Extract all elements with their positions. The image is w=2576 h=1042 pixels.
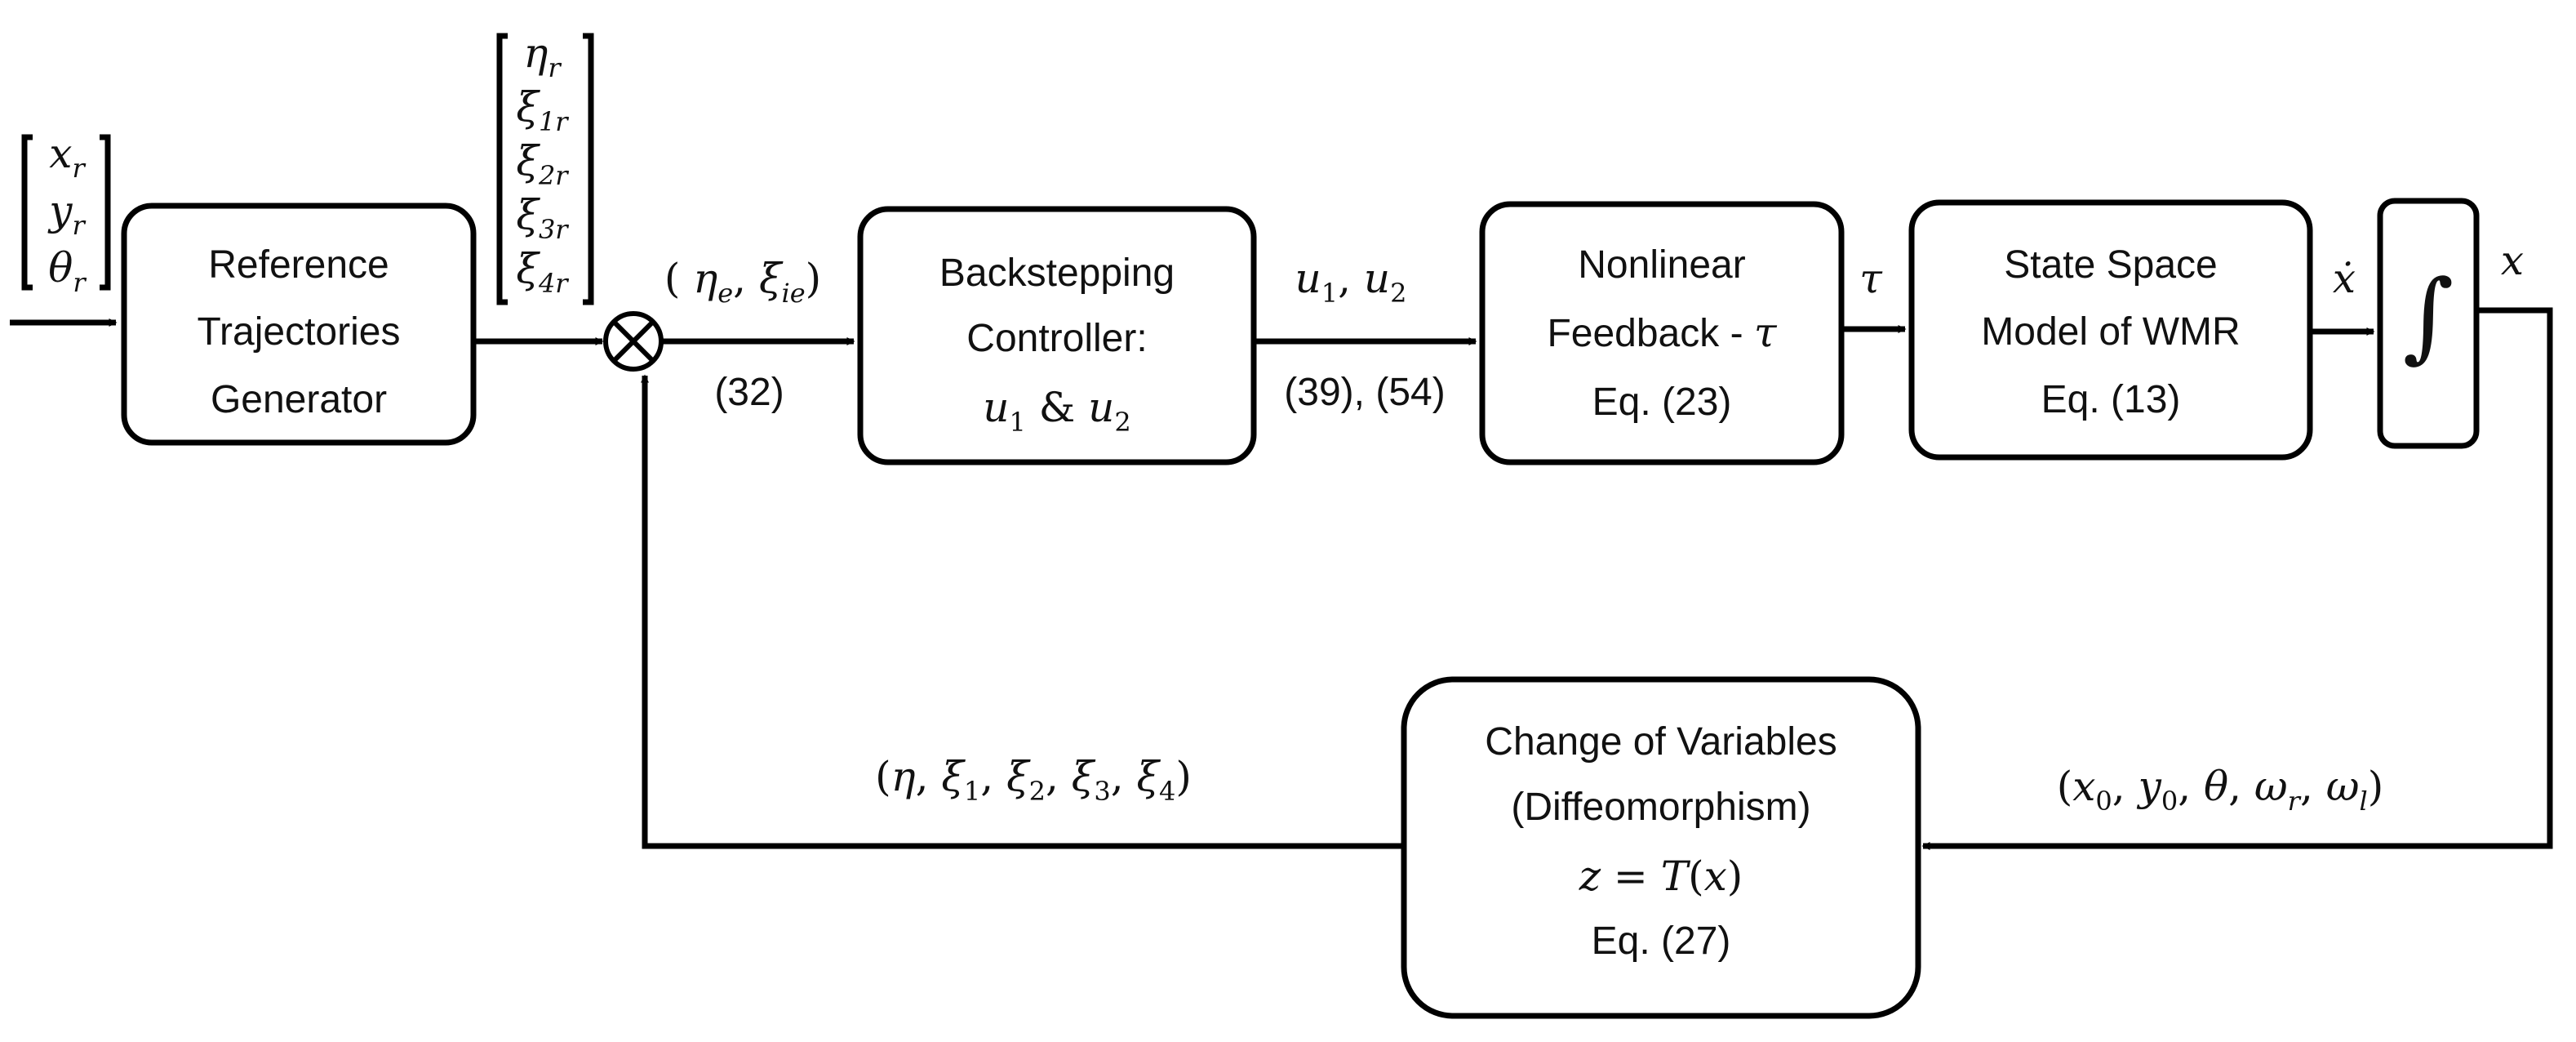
state-space-model-block[interactable]: State Space Model of WMR Eq. (13) [1908, 199, 2313, 461]
input-vector-left-bracket [21, 134, 33, 291]
input-theta-ref: θr [48, 244, 87, 298]
feedback-to-sum-path [641, 374, 1404, 849]
statespace-line-3: Eq. (13) [2041, 378, 2181, 421]
backstepping-line-1: Backstepping [939, 252, 1175, 295]
statespace-line-2: Model of WMR [1981, 310, 2240, 354]
ref-xi2: ξ2r [516, 137, 569, 191]
statespace-line-1: State Space [2004, 243, 2218, 287]
reference-trajectories-block[interactable]: Reference Trajectories Generator [121, 203, 477, 446]
ref-vector-right-bracket [583, 33, 594, 305]
input-vector: xr yr θr [21, 130, 111, 298]
reference-line-1: Reference [208, 243, 389, 287]
ref-xi1: ξ1r [516, 83, 569, 137]
ref-vector-left-bracket [496, 33, 508, 305]
backstepping-line-2: Controller: [966, 317, 1147, 360]
transformed-state-label: (η, ξ1, ξ2, ξ3, ξ4) [875, 753, 1192, 807]
ref-xi3: ξ3r [516, 191, 569, 245]
change-line-2: (Diffeomorphism) [1511, 786, 1810, 829]
circle-cross-icon [603, 311, 664, 372]
tau-label: τ [1859, 255, 1883, 302]
integral-icon: ∫ [2403, 260, 2454, 373]
input-vector-right-bracket [100, 134, 111, 291]
feedback-state-label: (x0, y0, θ, ωr, ωl) [2057, 763, 2384, 817]
backstepping-controller-block[interactable]: Backstepping Controller: u1 & u2 [857, 206, 1257, 465]
input-x-ref: xr [49, 130, 86, 184]
integrator-block[interactable]: ∫ [2377, 198, 2480, 449]
reference-vector: ηr ξ1r ξ2r ξ3r ξ4r [496, 29, 594, 305]
ref-eta: ηr [523, 29, 562, 83]
nonlinear-line-1: Nonlinear [1578, 243, 1745, 287]
ref-xi4: ξ4r [516, 245, 569, 299]
change-of-variables-block[interactable]: Change of Variables (Diffeomorphism) z =… [1401, 676, 1921, 1019]
error-signal-label: ( ηe, ξie) [664, 255, 821, 309]
x-output-label: x [2501, 237, 2524, 284]
xdot-label: ẋ [2333, 255, 2356, 302]
reference-line-3: Generator [211, 378, 387, 421]
integrator-box [2377, 198, 2480, 449]
change-line-3: Eq. (27) [1592, 920, 1731, 963]
change-line-1: Change of Variables [1485, 720, 1837, 764]
eq39-54-label: (39), (54) [1284, 371, 1445, 414]
backstepping-control-law: u1 & u2 [983, 384, 1130, 438]
output-feedback-path [1921, 307, 2553, 850]
change-transform-equation: z = T(x) [1579, 853, 1743, 900]
nonlinear-line-2: Feedback - τ [1547, 309, 1777, 356]
backstepping-controller-box [857, 206, 1257, 465]
control-signal-label: u1, u2 [1295, 255, 1407, 309]
nonlinear-line-3: Eq. (23) [1592, 381, 1732, 424]
nonlinear-feedback-block[interactable]: Nonlinear Feedback - τ Eq. (23) [1479, 201, 1845, 465]
reference-trajectories-box [121, 203, 477, 446]
reference-line-2: Trajectories [198, 310, 401, 354]
nonlinear-feedback-box [1479, 201, 1845, 465]
eq32-label: (32) [714, 371, 784, 414]
input-y-ref: yr [47, 187, 86, 241]
